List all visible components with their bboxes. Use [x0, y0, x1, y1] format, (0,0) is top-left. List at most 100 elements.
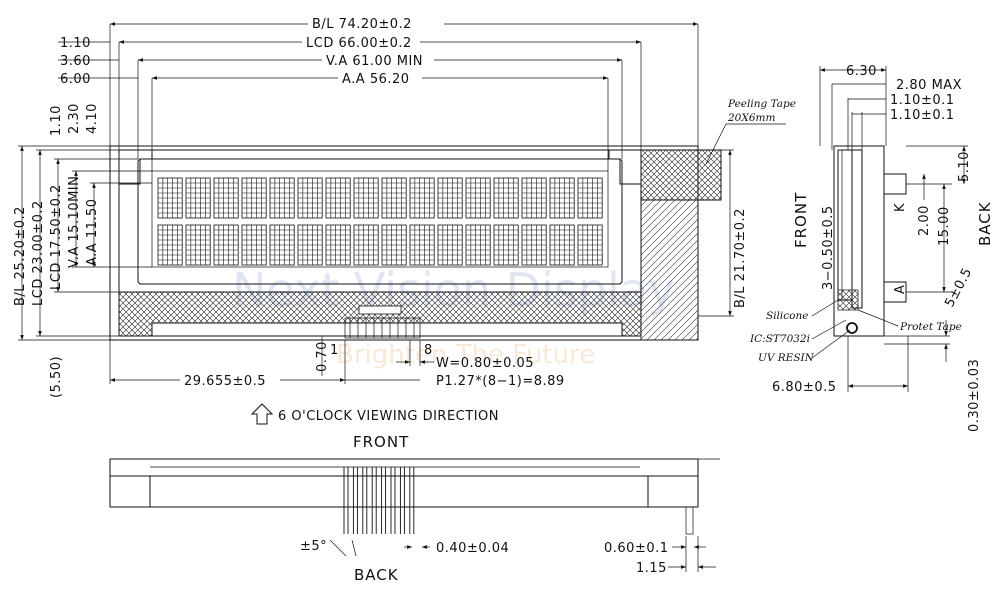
top-dimensions: B/L 74.20±0.2 1.10 LCD 66.00±0.2 3.60 V.…: [58, 14, 699, 171]
dim-off-410: 4.10: [85, 103, 100, 134]
character-cell: [493, 177, 519, 219]
character-cell: [269, 177, 295, 219]
dim-lcd-h2: LCD 17.50±0.2: [49, 184, 64, 290]
dim-va-offset: 3.60: [60, 54, 91, 69]
character-cell: [437, 177, 463, 219]
character-cell: [325, 224, 351, 266]
label-silicone: Silicone: [766, 310, 808, 322]
dim-lead-thick: 0.60±0.1: [604, 541, 669, 556]
dim-pin-thick: 0.40±0.04: [436, 541, 509, 556]
character-grid: [157, 177, 603, 266]
character-cell: [521, 224, 547, 266]
character-cell: [325, 177, 351, 219]
right-dimensions: B/L 21.70±0.2 Peeling Tape 20X6mm: [698, 98, 796, 317]
character-cell: [577, 177, 603, 219]
side-dim-050: 3−0.50±0.5: [821, 205, 836, 290]
front-view: 1 8: [109, 145, 722, 358]
bottom-pin: [343, 467, 349, 534]
viewing-direction-text: 6 O'CLOCK VIEWING DIRECTION: [278, 409, 499, 424]
dim-lcd-offset: 1.10: [60, 36, 91, 51]
side-pin-a: A: [893, 285, 908, 294]
character-cell: [465, 224, 491, 266]
character-cell: [297, 224, 323, 266]
character-cell: [241, 177, 267, 219]
dim-angle-5: ±5°: [300, 539, 327, 554]
character-cell: [353, 224, 379, 266]
character-cell: [409, 177, 435, 219]
dim-aa-offset: 6.00: [60, 72, 91, 87]
dim-aa-height: A.A 11.50: [85, 198, 100, 266]
character-cell: [437, 224, 463, 266]
character-cell: [185, 224, 211, 266]
side-pin-k: K: [893, 203, 908, 212]
dim-pin-h: 0.70: [315, 341, 330, 372]
character-cell: [213, 177, 239, 219]
character-cell: [157, 177, 183, 219]
dim-pin-pitch: P1.27*(8−1)=8.89: [436, 374, 565, 389]
label-ic: IC:ST7032i: [749, 333, 810, 345]
bottom-view: FRONT BACK ±5° 0.40±0.04 0.60±0.1 1.15: [109, 433, 720, 584]
character-cell: [521, 177, 547, 219]
character-cell: [213, 224, 239, 266]
dim-off-110: 1.10: [49, 105, 64, 136]
dim-pin-w: W=0.80±0.05: [436, 356, 534, 371]
pin-row: [344, 317, 421, 339]
dim-lead-len: 1.15: [636, 561, 667, 576]
character-cell: [157, 224, 183, 266]
character-cell: [465, 177, 491, 219]
dim-va-height: V.A 15.10MIN: [67, 176, 82, 268]
character-cell: [353, 177, 379, 219]
dim-bl-width: B/L 74.20±0.2: [312, 17, 412, 32]
side-dim-680: 6.80±0.5: [772, 380, 837, 395]
bottom-pin-row: [343, 467, 415, 534]
bottom-pin: [399, 467, 405, 534]
bottom-pin: [352, 467, 358, 534]
character-cell: [549, 177, 575, 219]
pin-dimensions: 29.655±0.5 W=0.80±0.05 P1.27*(8−1)=8.89 …: [109, 336, 565, 389]
dim-off-550: (5.50): [49, 356, 64, 398]
dim-lcd-width: LCD 66.00±0.2: [306, 36, 412, 51]
peeling-tape-size: 20X6mm: [727, 112, 775, 124]
side-view: 6.30 2.80 MAX 1.10±0.1 1.10±0.1 FRONT BA…: [749, 64, 994, 432]
side-dim-200: 2.00: [917, 205, 932, 236]
bottom-pin: [371, 467, 377, 534]
label-protect-tape: Protet Tape: [899, 321, 962, 333]
dim-va-width: V.A 61.00 MIN: [326, 54, 423, 69]
pin-last-label: 8: [424, 343, 433, 358]
character-cell: [241, 224, 267, 266]
side-dim-110a: 1.10±0.1: [890, 93, 955, 108]
dim-bl-height: B/L 25.20±0.2: [13, 206, 28, 306]
side-dim-280: 2.80 MAX: [896, 78, 962, 93]
character-cell: [381, 177, 407, 219]
side-dim-110b: 1.10±0.1: [890, 108, 955, 123]
side-dim-030: 0.30±0.03: [967, 359, 982, 432]
dim-aa-width: A.A 56.20: [342, 72, 410, 87]
viewing-direction: 6 O'CLOCK VIEWING DIRECTION: [250, 403, 499, 425]
dim-pin-left-off: 29.655±0.5: [184, 374, 266, 389]
side-dim-angle: 5±0.5: [942, 265, 975, 309]
side-dim-510: 5.10: [957, 151, 972, 182]
side-dim-1500: 15.00: [937, 206, 952, 246]
dim-off-230: 2.30: [67, 103, 82, 134]
character-cell: [185, 177, 211, 219]
character-cell: [409, 224, 435, 266]
watermark-tagline: Brighten The Future: [336, 340, 595, 370]
bottom-back-label: BACK: [354, 566, 399, 584]
character-cell: [493, 224, 519, 266]
character-cell: [297, 177, 323, 219]
character-cell: [381, 224, 407, 266]
peeling-tape-label: Peeling Tape: [727, 98, 796, 110]
bottom-pin: [362, 467, 368, 534]
character-cell: [577, 224, 603, 266]
left-dimensions: B/L 25.20±0.2 LCD 23.00±0.2 LCD 17.50±0.…: [13, 103, 152, 398]
side-dim-630: 6.30: [846, 64, 877, 79]
character-cell: [549, 224, 575, 266]
bottom-pin: [409, 467, 415, 534]
dim-lcd-height: LCD 23.00±0.2: [31, 200, 46, 306]
character-cell: [269, 224, 295, 266]
label-uv-resin: UV RESIN: [758, 352, 815, 364]
bottom-front-label: FRONT: [353, 433, 409, 451]
side-back-label: BACK: [976, 201, 994, 246]
bottom-pin: [390, 467, 396, 534]
